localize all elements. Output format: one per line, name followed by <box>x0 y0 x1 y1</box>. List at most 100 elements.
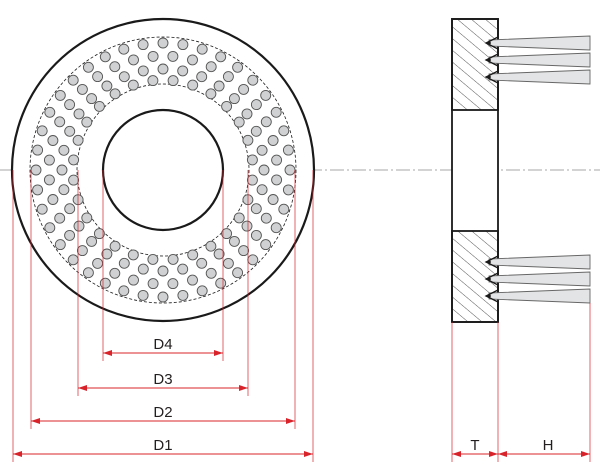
bristle-hole <box>250 229 262 241</box>
tuft-anchor <box>484 272 499 286</box>
bristle-hole <box>256 184 268 196</box>
bristle-hole <box>32 144 44 156</box>
d2-label: D2 <box>153 404 172 421</box>
bristle-tuft <box>488 271 591 287</box>
bristle-hole <box>221 100 233 112</box>
bristle-hole <box>241 108 253 120</box>
bristle-hole <box>167 278 179 290</box>
tuft-anchor <box>484 289 499 303</box>
bristle-hole <box>109 240 121 252</box>
bristle-hole <box>282 144 294 156</box>
t-label: T <box>470 437 479 454</box>
bristle-hole <box>233 212 245 224</box>
bristle-hole <box>270 222 282 234</box>
bristle-hole <box>137 65 149 77</box>
bristle-hole <box>270 106 282 118</box>
bristle-hole <box>43 174 55 186</box>
bristle-hole <box>93 228 105 240</box>
bristle-hole <box>68 174 80 186</box>
bristle-hole <box>44 106 56 118</box>
bristle-hole <box>177 39 189 51</box>
bristle-hole <box>64 203 76 215</box>
bristle-hole <box>137 263 149 275</box>
bristle-hole <box>64 125 76 137</box>
bristle-hole <box>282 184 294 196</box>
bristle-hole <box>187 249 199 261</box>
bristle-hole <box>271 154 283 166</box>
bristle-hole <box>118 257 130 269</box>
bristle-hole <box>246 174 258 186</box>
bristle-hole <box>271 174 283 186</box>
bristle-hole <box>54 116 66 128</box>
bristle-zone-inner-boundary <box>76 83 250 257</box>
bristle-zone-outer-boundary <box>29 36 297 304</box>
bristle-hole <box>267 194 279 205</box>
tuft-anchor-pin <box>487 277 491 281</box>
bristle-hole <box>76 245 88 257</box>
bristle-hole <box>47 135 59 146</box>
bristle-hole <box>157 265 169 277</box>
bristle-hole <box>256 144 268 156</box>
bristle-hole <box>246 154 258 166</box>
bristle-hole <box>30 164 42 176</box>
tuft-anchor <box>484 53 499 67</box>
bristle-hole <box>187 274 198 286</box>
bristle-hole <box>73 108 85 120</box>
bristle-hole <box>187 54 198 66</box>
h-label: H <box>543 437 554 454</box>
bristle-hole <box>58 144 70 156</box>
bristle-hole <box>241 220 253 232</box>
bristle-hole <box>118 285 130 297</box>
bristle-hole <box>196 257 208 269</box>
bristle-hole <box>228 93 240 105</box>
bristle-hole <box>54 89 66 101</box>
bristle-hole <box>167 50 179 62</box>
bristle-hole <box>56 164 68 176</box>
bristle-hole <box>215 277 227 289</box>
bristle-hole <box>250 203 262 215</box>
tuft-anchor <box>484 255 499 269</box>
bristle-hole <box>260 89 272 101</box>
bristle-hole <box>86 235 98 247</box>
bristle-hole <box>92 257 104 269</box>
bristle-hole <box>260 212 272 224</box>
bristle-hole <box>177 65 189 77</box>
bristle-hole <box>222 71 234 83</box>
bristle-hole <box>44 222 56 234</box>
bristle-hole <box>36 125 48 137</box>
bristle-tufts <box>484 35 591 304</box>
bristle-hole <box>127 249 139 261</box>
front-view <box>10 17 316 323</box>
bristle-hole <box>64 229 76 241</box>
bristle-hole <box>196 285 208 297</box>
tuft-anchor-pin <box>487 58 491 62</box>
bristle-hole <box>118 43 130 55</box>
bristle-hole <box>196 43 208 55</box>
bristle-hole <box>101 80 113 92</box>
bristle-tuft <box>488 254 591 270</box>
bristle-hole <box>260 239 272 251</box>
bristle-hole <box>47 194 59 205</box>
d4-label: D4 <box>153 336 172 353</box>
bristle-hole <box>284 164 296 176</box>
bristle-hole <box>205 240 217 252</box>
bristle-tuft <box>488 69 591 85</box>
bristle-hole <box>177 289 189 301</box>
bristle-hole <box>242 134 254 146</box>
d1-label: D1 <box>153 437 172 454</box>
bristle-hole <box>86 93 98 105</box>
bristle-hole <box>101 248 113 260</box>
upper-hatched-section <box>451 18 499 111</box>
tuft-anchor <box>484 70 499 84</box>
bristle-hole <box>250 99 262 111</box>
bristle-hole <box>232 267 244 279</box>
bristle-hole <box>238 83 250 95</box>
bristle-hole <box>147 253 159 265</box>
bristle-hole <box>232 61 244 73</box>
bristle-hole <box>82 61 94 73</box>
bristle-hole <box>205 88 217 100</box>
bristle-hole <box>147 75 159 87</box>
bristle-hole <box>213 248 225 260</box>
dimension-labels: D4 D3 D2 D1 T H <box>153 336 553 454</box>
bristle-holes <box>30 37 296 303</box>
